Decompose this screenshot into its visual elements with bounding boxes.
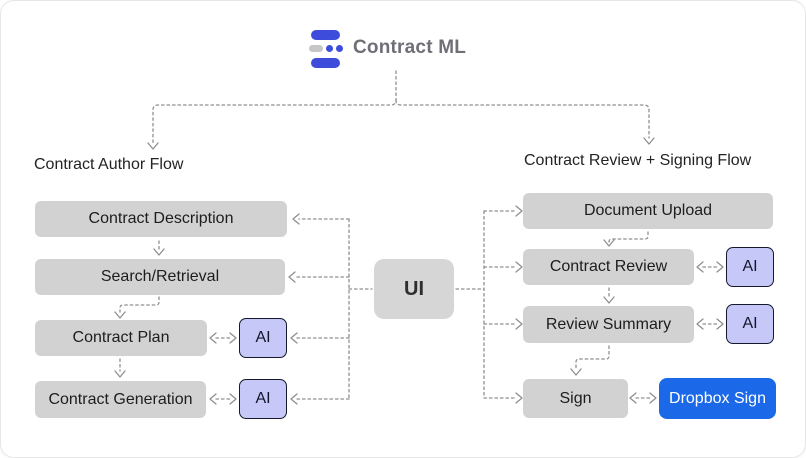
top-tree-connector [147, 70, 655, 150]
step-sign: Sign [523, 379, 628, 418]
logo-bar-bottom [311, 58, 340, 68]
step-search-retrieval: Search/Retrieval [35, 259, 285, 295]
step-contract-plan: Contract Plan [35, 320, 207, 356]
step-contract-description: Contract Description [35, 201, 287, 237]
author-flow-title: Contract Author Flow [34, 156, 184, 173]
ui-left-tree-connector [288, 213, 373, 405]
contract-ml-logo-icon [309, 30, 343, 68]
logo-bar-top [311, 30, 340, 40]
logo-dot-2 [336, 45, 343, 52]
ai-badge-contract-generation: AI [239, 379, 287, 419]
step-contract-review: Contract Review [523, 249, 694, 285]
app-title: Contract ML [353, 37, 467, 58]
ai-badge-contract-review: AI [726, 247, 774, 287]
ai-badge-contract-plan: AI [239, 318, 287, 358]
step-review-summary: Review Summary [523, 306, 694, 343]
logo-mid-pill [309, 45, 323, 52]
step-document-upload: Document Upload [523, 193, 773, 229]
ui-hub: UI [374, 259, 454, 319]
dropbox-sign-badge: Dropbox Sign [659, 378, 776, 419]
step-contract-generation: Contract Generation [35, 381, 206, 418]
ai-badge-review-summary: AI [726, 304, 774, 344]
logo-dot-1 [326, 45, 333, 52]
review-flow-title: Contract Review + Signing Flow [524, 152, 752, 169]
ui-right-tree-connector [455, 205, 523, 404]
